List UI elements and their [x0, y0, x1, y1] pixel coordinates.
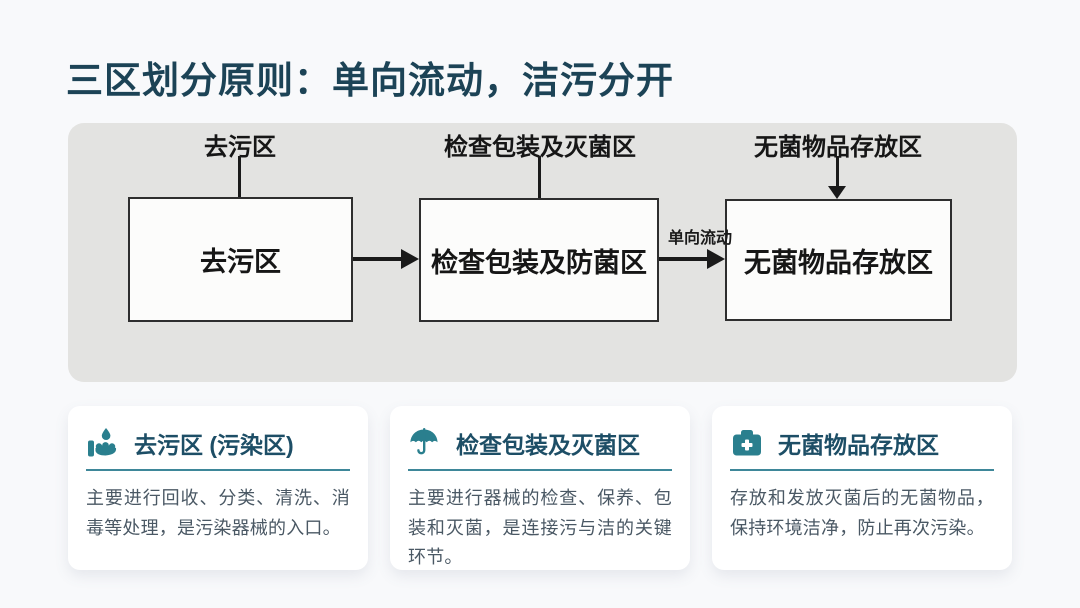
card-divider — [730, 469, 994, 471]
firstaid-icon — [730, 427, 766, 459]
card-divider — [86, 469, 350, 471]
right-arrowhead-icon-1 — [401, 249, 419, 269]
connector-line-3 — [836, 156, 839, 187]
card-sterile-storage: 无菌物品存放区 存放和发放灭菌后的无菌物品，保持环境洁净，防止再次污染。 — [712, 406, 1012, 570]
arrow-line-2 — [659, 257, 709, 261]
flow-diagram-panel: 去污区 检查包装及灭菌区 无菌物品存放区 去污区 检查包装及防菌区 无菌物品存放… — [68, 123, 1017, 382]
card-title: 去污区 (污染区) — [134, 432, 294, 458]
umbrella-icon — [408, 427, 444, 459]
card-title: 检查包装及灭菌区 — [456, 432, 640, 458]
card-title: 无菌物品存放区 — [778, 432, 939, 458]
card-header: 无菌物品存放区 — [730, 426, 994, 460]
card-body: 主要进行回收、分类、清洗、消毒等处理，是污染器械的入口。 — [86, 488, 350, 538]
down-arrowhead-icon — [828, 186, 846, 199]
right-arrowhead-icon-2 — [707, 249, 725, 269]
connector-line-1 — [238, 156, 241, 197]
handwash-icon — [86, 427, 122, 459]
one-way-flow-label: 单向流动 — [667, 230, 732, 247]
card-header: 检查包装及灭菌区 — [408, 426, 672, 460]
card-decontamination: 去污区 (污染区) 主要进行回收、分类、清洗、消毒等处理，是污染器械的入口。 — [68, 406, 368, 570]
arrow-line-1 — [353, 257, 403, 261]
page-title: 三区划分原则：单向流动，洁污分开 — [66, 60, 674, 101]
card-header: 去污区 (污染区) — [86, 426, 350, 460]
card-inspection-packing-sterilization: 检查包装及灭菌区 主要进行器械的检查、保养、包装和灭菌，是连接污与洁的关键环节。 — [390, 406, 690, 570]
card-body: 主要进行器械的检查、保养、包装和灭菌，是连接污与洁的关键环节。 — [408, 488, 672, 568]
card-body: 存放和发放灭菌后的无菌物品，保持环境洁净，防止再次污染。 — [730, 488, 994, 538]
flow-box-inspection-packing: 检查包装及防菌区 — [419, 198, 659, 322]
flow-box-decontamination: 去污区 — [128, 197, 353, 322]
flow-box-sterile-storage: 无菌物品存放区 — [725, 199, 952, 321]
card-divider — [408, 469, 672, 471]
connector-line-2 — [538, 156, 541, 198]
